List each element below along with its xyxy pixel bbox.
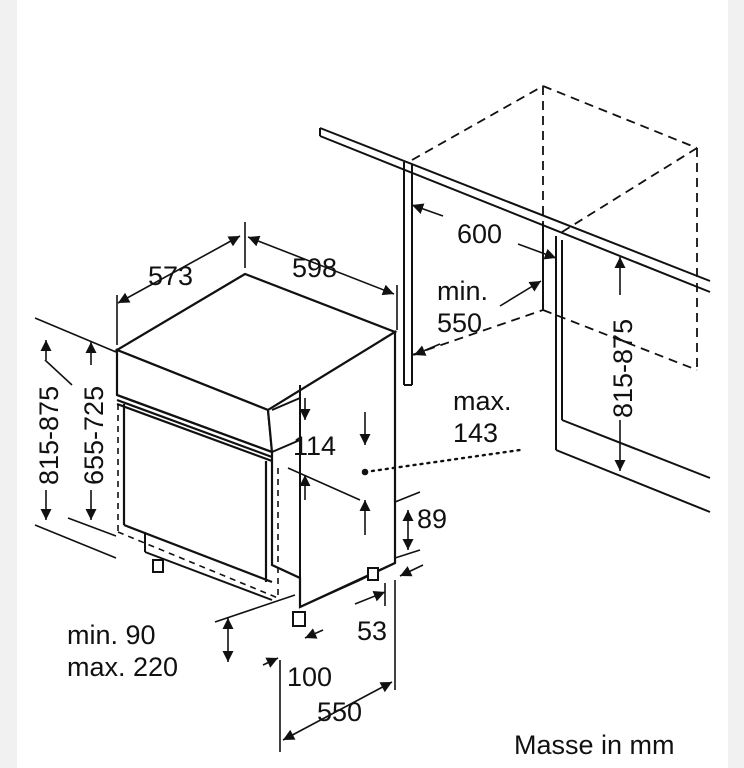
- dim-573-lines: [116, 222, 246, 345]
- label-max143-line2: 143: [453, 418, 498, 448]
- dim-600-lines: [411, 203, 557, 260]
- dim-598-lines: [247, 235, 398, 330]
- max143-leader: [363, 448, 522, 474]
- label-53: 53: [357, 616, 387, 646]
- label-min550-line2: 550: [437, 308, 482, 338]
- niche-dashed-outline: [411, 85, 698, 371]
- niche-walls: [403, 162, 711, 513]
- dim-min90-lines: [214, 594, 296, 662]
- caption: Masse in mm: [514, 730, 675, 760]
- label-min90: min. 90: [67, 620, 156, 650]
- dim-655-lines: [44, 342, 117, 537]
- label-114: 114: [293, 431, 336, 461]
- max143-point: [361, 468, 369, 476]
- niche-drawing: [319, 85, 711, 513]
- dim-550-bottom-lines: [282, 580, 396, 741]
- label-min550-line1: min.: [437, 276, 488, 306]
- label-600: 600: [457, 219, 502, 249]
- dim-100-lines: [262, 628, 324, 752]
- label-655-725: 655-725: [79, 386, 109, 485]
- label-89: 89: [417, 504, 447, 534]
- dimension-labels: 573 598 600 min. 550 max. 143 114 89 53 …: [34, 219, 675, 760]
- dim-815-left-lines: [34, 317, 117, 559]
- label-max220: max. 220: [67, 652, 178, 682]
- dim-53-lines: [354, 564, 424, 606]
- dishwasher-drawing: [114, 272, 398, 627]
- door-dashed-profile: [117, 404, 279, 599]
- label-100: 100: [287, 662, 332, 692]
- dim-min550-lines: [413, 280, 542, 356]
- label-815-875-left: 815-875: [34, 386, 64, 485]
- label-max143-line1: max.: [453, 386, 512, 416]
- label-815-875-right: 815-875: [608, 319, 638, 418]
- countertop: [319, 127, 711, 293]
- label-573: 573: [148, 261, 193, 291]
- label-598: 598: [292, 253, 337, 283]
- dimension-lines: [34, 203, 626, 752]
- label-550-bottom: 550: [317, 697, 362, 727]
- feet: [152, 559, 379, 627]
- dim-89-lines: [394, 491, 421, 559]
- dim-114-lines: [287, 398, 371, 535]
- door-outline: [122, 404, 273, 584]
